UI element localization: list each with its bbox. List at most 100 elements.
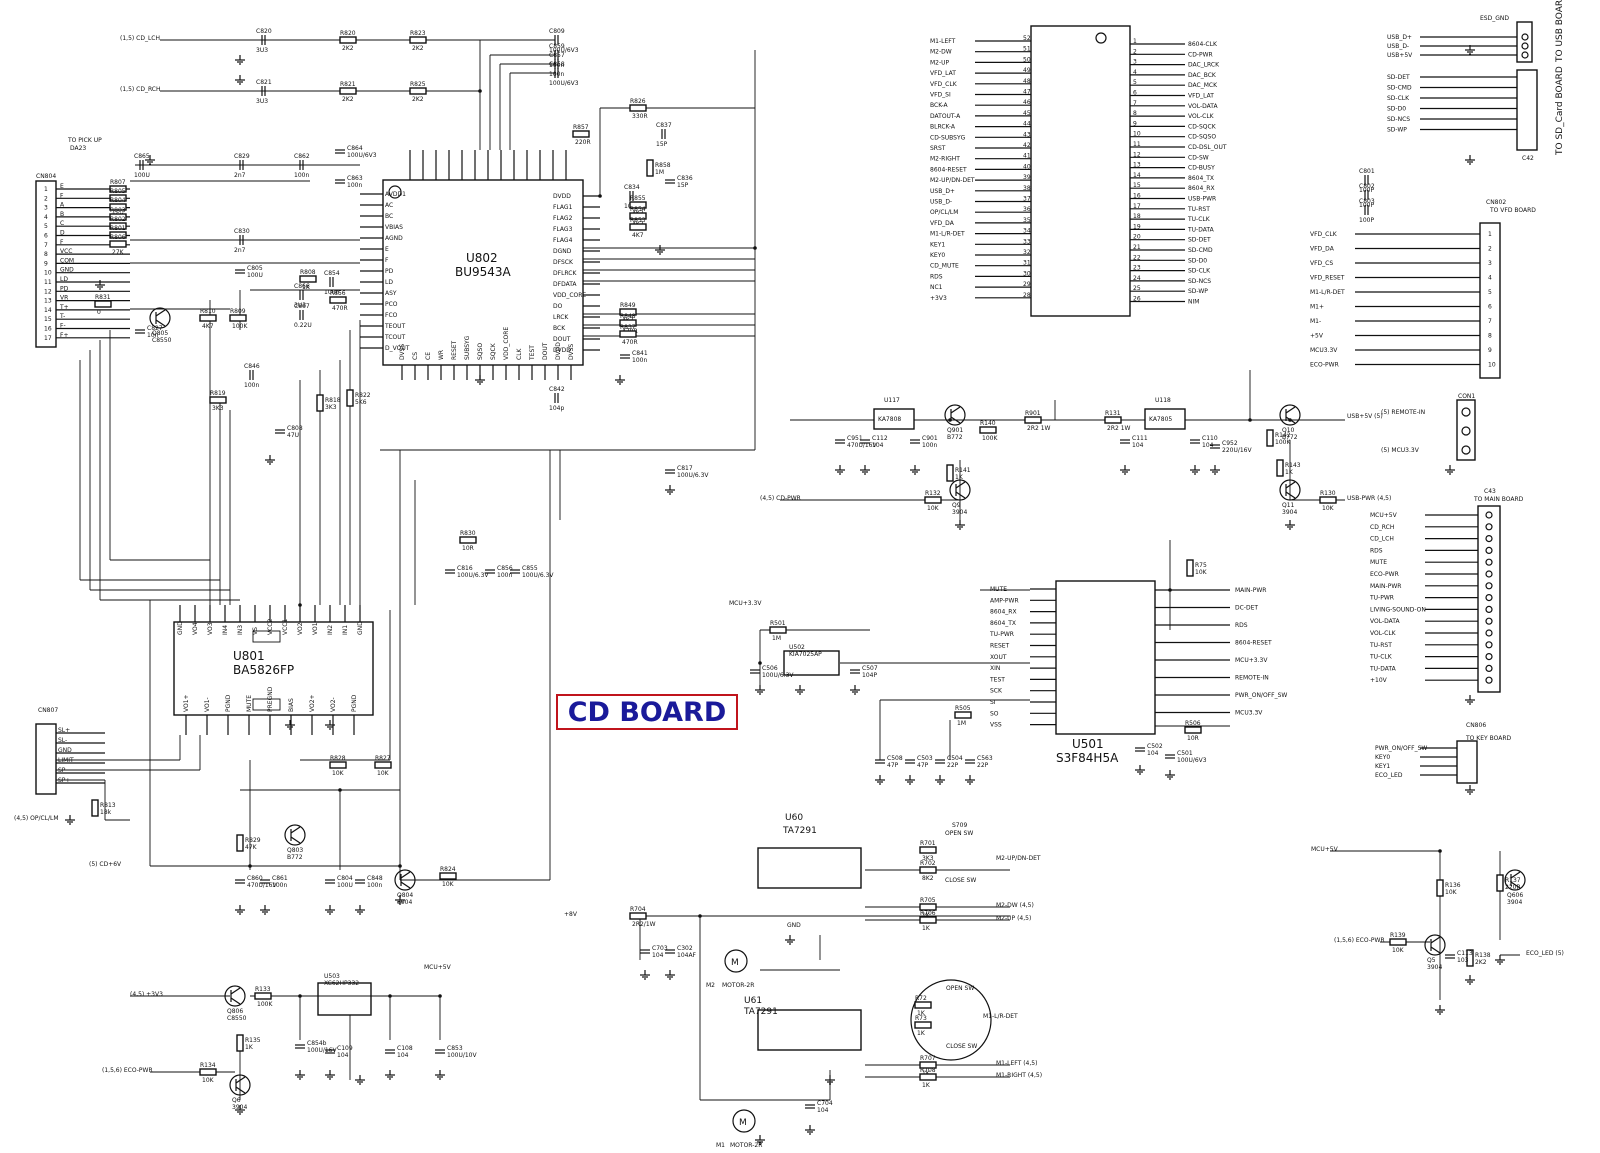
u601-left-signal: USB_D+ [930,188,955,195]
cn802-label: CN802 [1486,199,1506,206]
u601-left-signal: USB_D- [930,199,952,206]
junction [388,994,392,998]
capacitor-ref: C837 [656,122,672,129]
u601-pin-number: 36 [1023,206,1031,213]
u601-right-signal: NIM [1188,299,1199,306]
ground-symbol [1465,785,1475,795]
resistor-ref: R131 [1105,410,1121,417]
u601-right-signal: CD-SW [1188,154,1209,161]
capacitor-value: 104 [1147,750,1159,757]
junction [298,603,302,607]
resistor-value: 10K [332,770,345,777]
u601-pin-number: 22 [1133,254,1141,261]
resistor-ref: R822 [355,392,371,399]
component-symbols: C8203U3C8213U3R8202K2R8212K2R8232K2R8252… [65,28,1526,1145]
u601-left-signal: M1-L/R-DET [930,231,965,238]
sd-connector-signal: SD-NCS [1387,116,1410,123]
resistor-ref: R830 [460,530,476,537]
wire [290,836,301,844]
cn804-pin-signal: F [60,239,64,246]
capacitor-ref: C506 [762,665,778,672]
capacitor-value: 104p [549,405,564,412]
resistor-body [199,1068,217,1076]
u601-left-signal: KEY0 [930,252,945,259]
capacitor-value: 100n [244,382,259,389]
resistor-value: 1K [1285,469,1294,476]
resistor-value: 18k [100,809,112,816]
u601-pin-number: 40 [1023,163,1031,170]
u601-left-signal: RDS [930,273,943,280]
net-m1-left: M1-LEFT (4,5) [996,1060,1037,1067]
u501-left-signal: SCK [990,688,1003,695]
u601-left-signal: +3V3 [930,295,947,302]
capacitor-value: 100P [1359,187,1374,194]
capacitor-value: 104 [1202,442,1214,449]
vfd-pin-number: 10 [1488,362,1496,369]
vfd-pin-number: 7 [1488,318,1492,325]
transistor-body [1424,934,1446,956]
capacitor-value: 100P [1359,217,1374,224]
capacitor-value: 3U3 [256,47,268,54]
u802-pin-left: AVDD1 [385,191,406,198]
u801-top-signal: VO1 [312,622,319,635]
capacitor-value: 100U/6V3 [549,80,579,87]
capacitor-ref: C112 [872,435,888,442]
resistor-ref: R702 [920,860,936,867]
u802-pin-right: DVDD [553,347,571,354]
transistor-body [1279,404,1301,426]
capacitor-ref: C827 [147,325,163,332]
u601-pin-number: 23 [1133,265,1141,272]
capacitor-ref: C848 [367,875,383,882]
capacitor-value: 100U [337,882,353,889]
capacitor-ref: C841 [632,350,648,357]
cn804-pin-signal: VCC [60,248,72,255]
u501-left-signal: 8604_TX [990,620,1016,627]
net-mcu33: MCU+3.3V [729,600,762,607]
ground-symbol [260,905,270,915]
u601-left-signal: CD-SUBSYG [930,134,966,141]
resistor-body [1184,726,1202,734]
ground-symbol [955,520,965,530]
u60-ref: U60 [785,813,803,823]
wire [235,1076,246,1084]
capacitor-ref: C804 [337,875,353,882]
resistor-ref: R856 [330,290,346,297]
capacitor-ref: C846 [244,363,260,370]
capacitor-ref: C863 [347,175,363,182]
main-connector-signal: LIVING-SOUND-ON [1370,606,1426,613]
cn804-pin-number: 6 [44,233,48,240]
transistor-body [149,307,171,329]
regulator-u118: U118 KA7805 [1144,397,1186,430]
capacitor-ref: C861 [272,875,288,882]
u802-pin-right: DGND [553,248,572,255]
vfd-pin-number: 9 [1488,347,1492,354]
u601-pin-number: 46 [1023,99,1031,106]
main-pin-pad [1485,605,1493,614]
resistor-value: 10K [1392,947,1405,954]
u801-bottom-signal: BIAS [288,698,295,712]
key-connector-signal: PWR_ON/OFF_SW [1375,745,1427,752]
capacitor-value: 104 [817,1107,829,1114]
capacitor-value: 100U/16V [307,1047,338,1054]
u802-pin-left: VBIAS [385,224,403,231]
motor-m1: M M1 MOTOR-2R [716,1109,762,1149]
ground-symbol [905,775,915,785]
junction [338,788,342,792]
resistor-ref: R132 [925,490,941,497]
capacitor-ref: C856 [497,565,513,572]
ground-symbol [1190,465,1200,475]
resistor-value: 470R [332,305,348,312]
vfd-connector-signal: VFD_CLK [1310,231,1338,238]
capacitor-value: 470U/16V [847,442,878,449]
capacitor-ref: C302 [677,945,693,952]
